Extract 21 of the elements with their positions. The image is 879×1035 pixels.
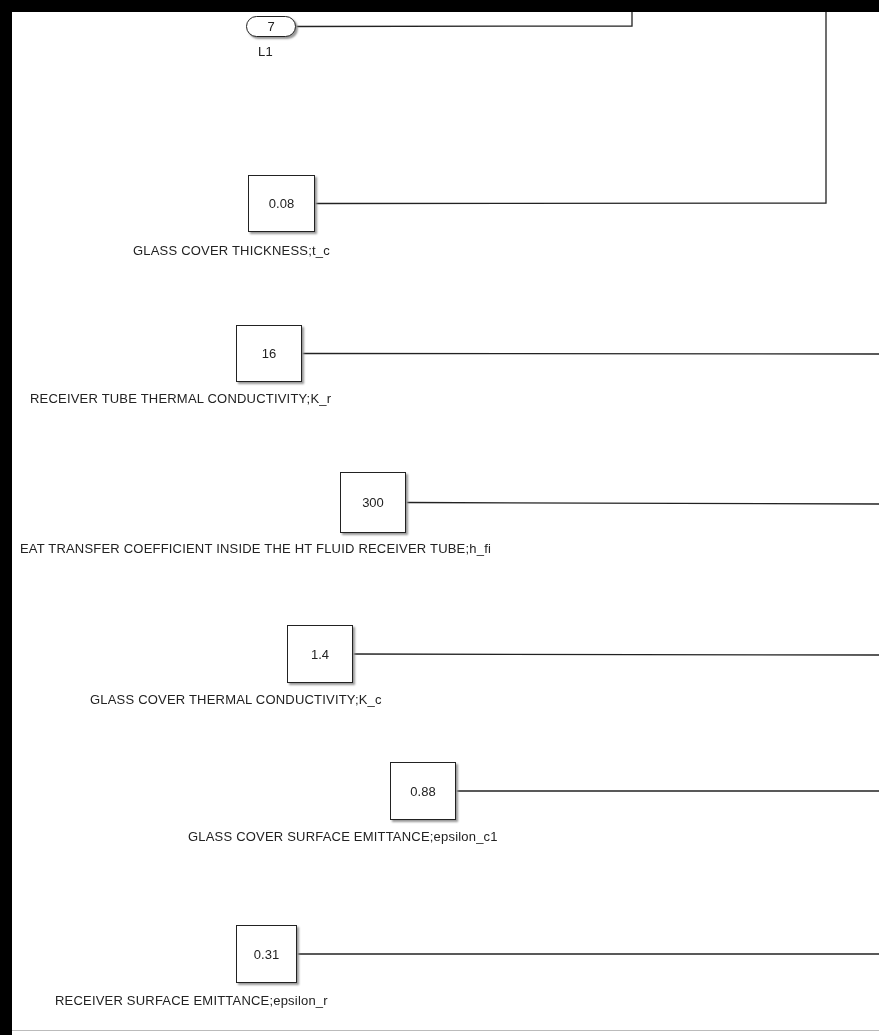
constant-block: 0.88 (390, 762, 456, 820)
block-label: RECEIVER TUBE THERMAL CONDUCTIVITY;K_r (30, 391, 332, 406)
signal-line (405, 501, 879, 505)
constant-block: 1.4 (287, 625, 353, 683)
signal-line (295, 11, 633, 28)
block-label: GLASS COVER THICKNESS;t_c (133, 243, 330, 258)
block-label: GLASS COVER SURFACE EMITTANCE;epsilon_c1 (188, 829, 498, 844)
constant-block: 0.08 (248, 175, 315, 232)
signal-line (301, 352, 879, 355)
signal-line (314, 11, 827, 205)
block-label: RECEIVER SURFACE EMITTANCE;epsilon_r (55, 993, 328, 1008)
block-label: L1 (258, 44, 273, 59)
signal-line (296, 953, 879, 955)
signal-line (455, 790, 879, 792)
constant-block: 16 (236, 325, 302, 382)
constant-block: 0.31 (236, 925, 297, 983)
signal-line (352, 653, 879, 656)
input-port-block: 7 (246, 16, 296, 37)
block-label: GLASS COVER THERMAL CONDUCTIVITY;K_c (90, 692, 382, 707)
block-label: EAT TRANSFER COEFFICIENT INSIDE THE HT FLUID RECEIVER TUBE;h_fi (20, 541, 492, 556)
constant-block: 300 (340, 472, 406, 533)
